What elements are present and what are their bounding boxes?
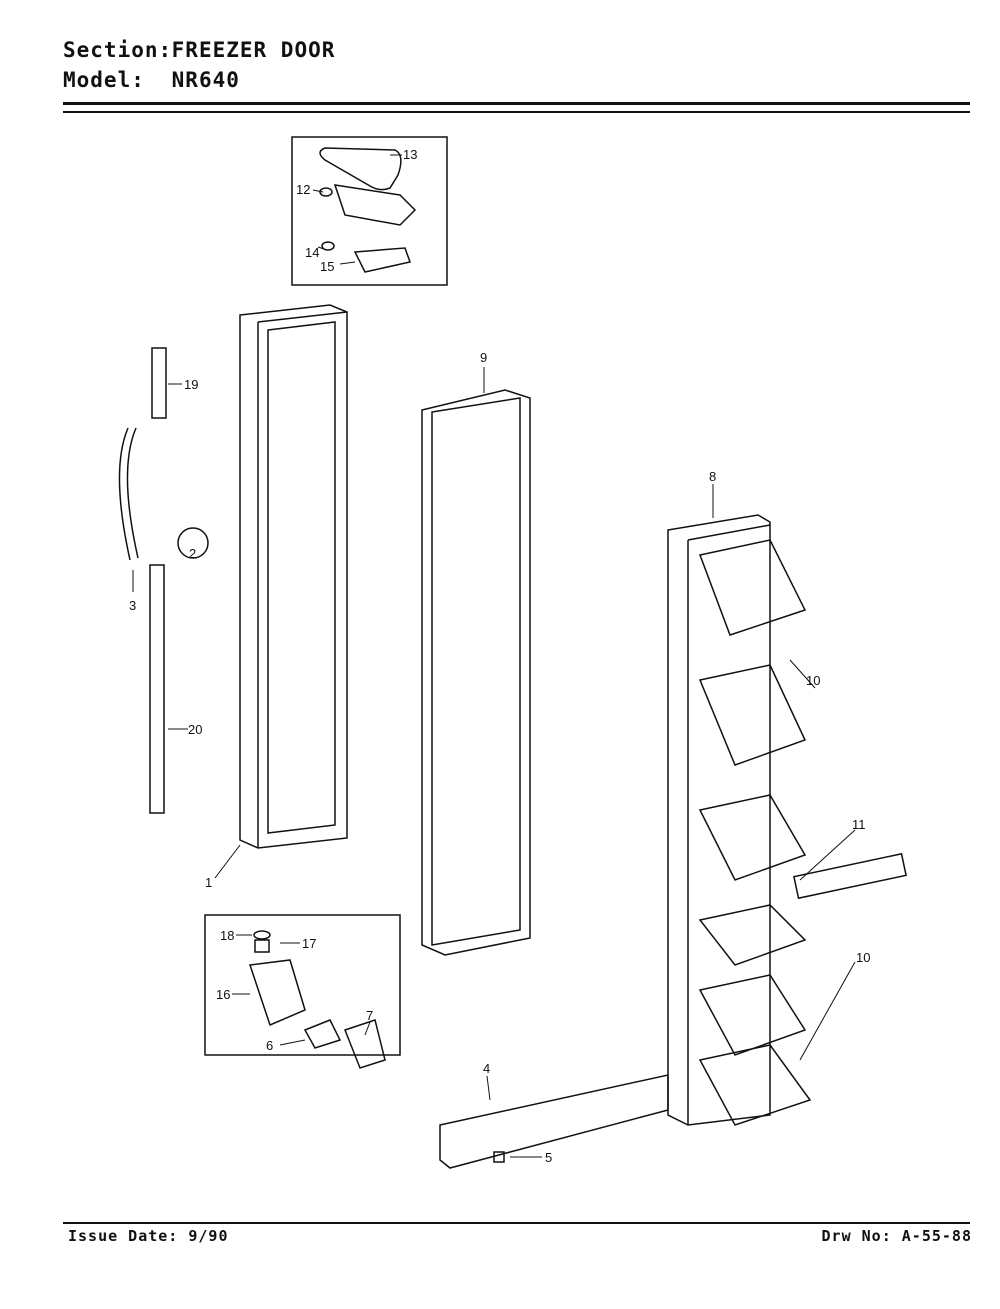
- model-value: NR640: [171, 68, 240, 92]
- footer-rule: [63, 1222, 970, 1224]
- callout-14: 14: [305, 245, 319, 260]
- section-value: FREEZER DOOR: [171, 38, 336, 62]
- callout-4: 4: [483, 1061, 490, 1076]
- callout-6: 6: [266, 1038, 273, 1053]
- callout-20: 20: [188, 722, 202, 737]
- model-label: Model:: [63, 68, 145, 92]
- leader-lines: [132, 154, 856, 1158]
- screw-part: [493, 1151, 505, 1163]
- handle-trim-top-part: [151, 347, 167, 419]
- top-hinge-inset: [291, 136, 448, 286]
- callout-16: 16: [216, 987, 230, 1002]
- callout-1: 1: [205, 875, 212, 890]
- shelf-bar-part: [793, 852, 907, 900]
- hinge-cover-part: [319, 147, 402, 191]
- screw-detail-circle: [177, 527, 209, 559]
- door-liner-part: [667, 514, 907, 1126]
- door-gasket-part: [421, 389, 531, 956]
- callout-15: 15: [320, 259, 334, 274]
- washer-part: [321, 241, 335, 251]
- hinge-bracket-part: [333, 184, 417, 226]
- handle-trim-bottom-part: [149, 564, 165, 814]
- callout-12: 12: [296, 182, 310, 197]
- callout-10-lower: 10: [856, 950, 870, 965]
- header-rule-bottom: [63, 111, 970, 113]
- callout-7: 7: [366, 1008, 373, 1023]
- callout-8: 8: [709, 469, 716, 484]
- callout-9: 9: [480, 350, 487, 365]
- callout-5: 5: [545, 1150, 552, 1165]
- hinge-pin-part: [319, 187, 333, 197]
- section-heading: Section: FREEZER DOOR: [63, 38, 335, 62]
- issue-date: Issue Date: 9/90: [68, 1227, 229, 1245]
- header-rule-top: [63, 102, 970, 105]
- model-heading: Model: NR640: [63, 68, 240, 92]
- breaker-strip-part: [439, 1074, 669, 1169]
- callout-17: 17: [302, 936, 316, 951]
- section-label: Section:: [63, 38, 173, 62]
- callout-2: 2: [189, 546, 196, 561]
- shim-part: [353, 247, 411, 273]
- callout-3: 3: [129, 598, 136, 613]
- callout-11: 11: [852, 817, 866, 832]
- callout-13: 13: [403, 147, 417, 162]
- handle-part: [118, 427, 139, 561]
- callout-18: 18: [220, 928, 234, 943]
- callout-19: 19: [184, 377, 198, 392]
- drawing-number: Drw No: A-55-88: [821, 1227, 972, 1245]
- bottom-hinge-inset: [204, 914, 401, 1069]
- callout-10-upper: 10: [806, 673, 820, 688]
- door-panel-part: [239, 304, 348, 849]
